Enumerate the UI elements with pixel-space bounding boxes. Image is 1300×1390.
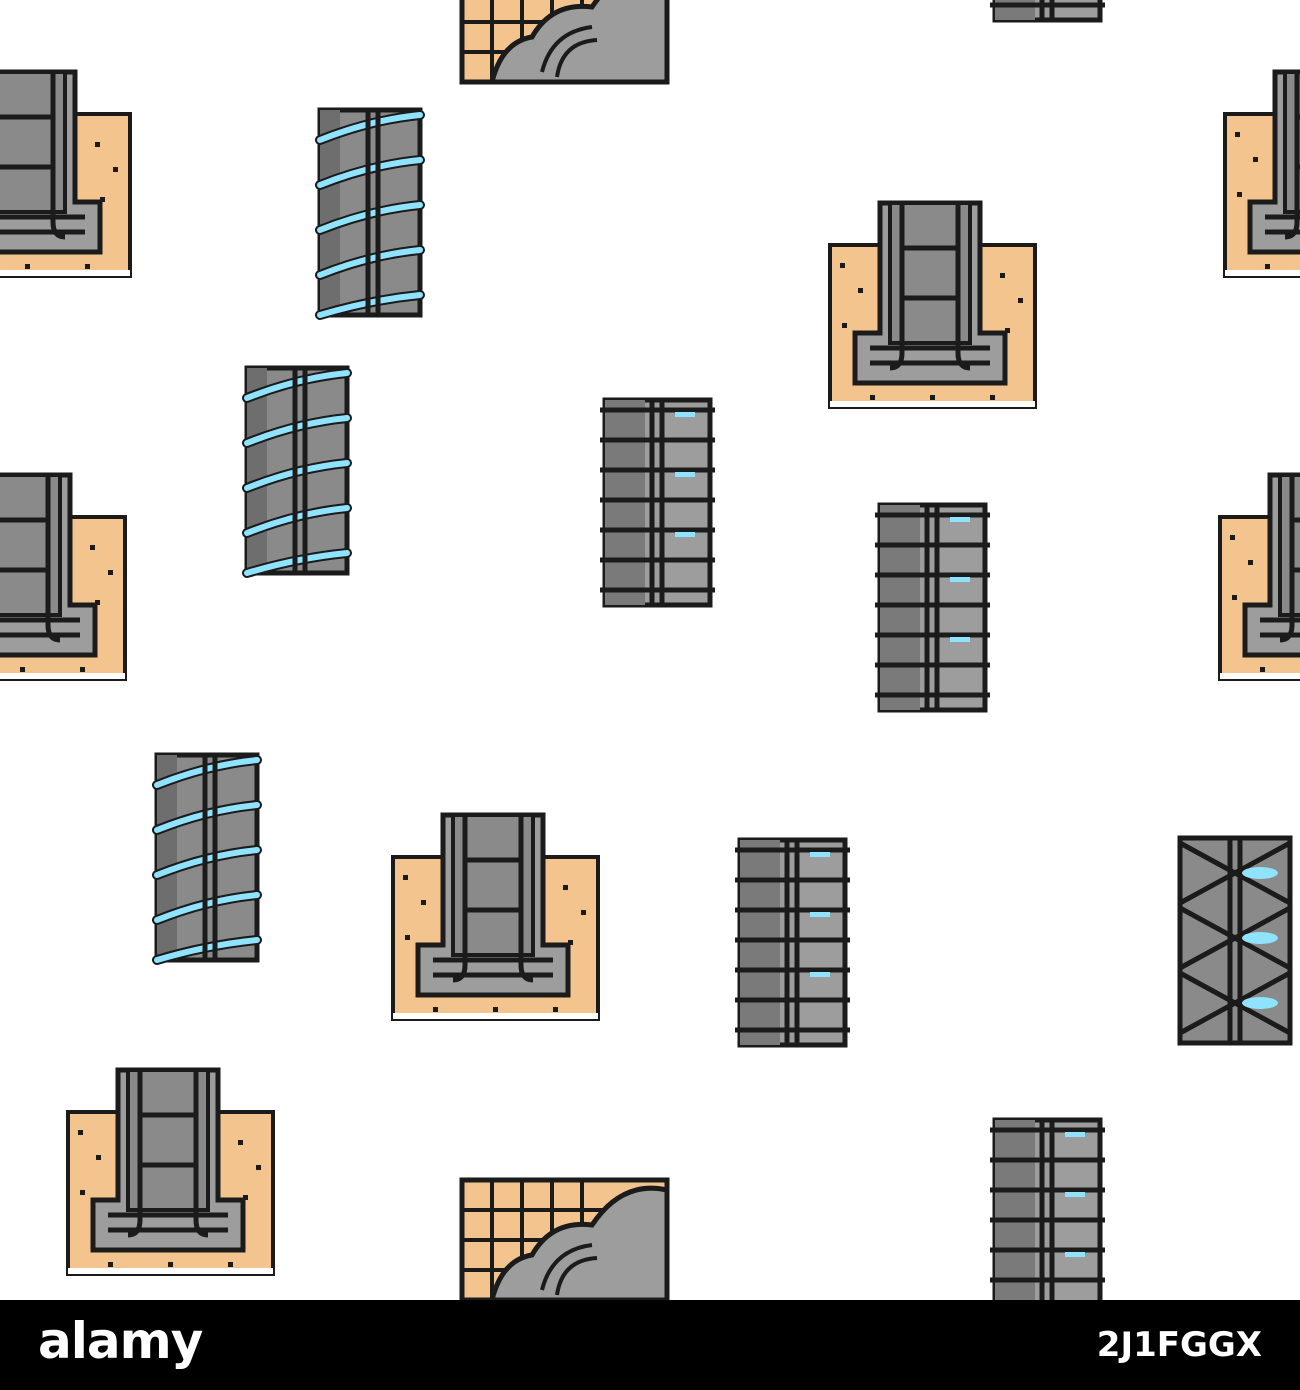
rebar-cross-icon	[1180, 838, 1290, 1043]
concrete-pour-icon	[462, 1180, 667, 1300]
rebar-spiral-icon	[320, 110, 420, 315]
rebar-cage-icon	[600, 400, 715, 605]
alamy-logo: alamy	[38, 1312, 203, 1370]
image-id-label: 2J1FGGX	[1096, 1325, 1262, 1365]
foundation-footing-icon	[1225, 72, 1300, 276]
rebar-spiral-icon	[247, 368, 347, 573]
stock-footer-bar: alamy 2J1FGGX	[0, 1300, 1300, 1390]
foundation-footing-icon	[393, 815, 598, 1019]
concrete-pour-icon	[462, 0, 667, 82]
seamless-pattern	[0, 0, 1300, 1300]
rebar-cage-icon	[990, 1120, 1105, 1300]
foundation-footing-icon	[0, 72, 130, 276]
rebar-cage-icon	[735, 840, 850, 1045]
foundation-footing-icon	[1220, 475, 1300, 679]
rebar-cage-icon	[875, 505, 990, 710]
foundation-footing-icon	[830, 203, 1035, 407]
rebar-spiral-icon	[157, 755, 257, 960]
foundation-footing-icon	[68, 1070, 273, 1274]
foundation-footing-icon	[0, 475, 125, 679]
rebar-cage-icon	[990, 0, 1105, 20]
